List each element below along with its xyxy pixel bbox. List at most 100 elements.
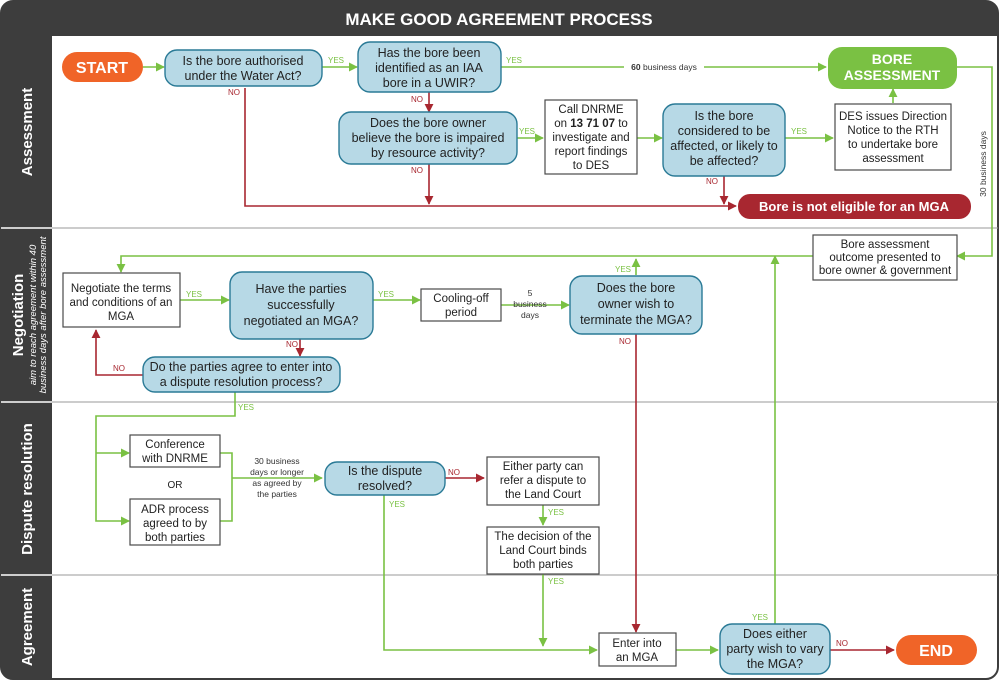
decision-affected-line-4: be affected? [690, 154, 759, 168]
decision-affected[interactable]: Is the bore considered to be affected, o… [662, 103, 786, 177]
process-land-court-refer[interactable]: Either party can refer a dispute to the … [486, 456, 600, 506]
decision-dispute-process-line-1: Do the parties agree to enter into [150, 360, 333, 374]
arrow-assessment-to-outcome [956, 66, 993, 261]
no-label-impaired: NO [411, 166, 423, 175]
no-label-authorised: NO [228, 88, 240, 97]
lane-dividers [52, 227, 998, 576]
decision-impaired[interactable]: Does the bore owner believe the bore is … [338, 111, 518, 165]
thirty-longer-line-3: as agreed by [252, 478, 302, 488]
no-label-negotiated: NO [286, 340, 298, 349]
thirty-longer-line-4: the parties [257, 489, 297, 499]
not-eligible-terminal[interactable]: Bore is not eligible for an MGA [738, 194, 971, 219]
bore-assessment-label-2: ASSESSMENT [844, 67, 941, 83]
decision-impaired-line-1: Does the bore owner [370, 116, 486, 130]
process-outcome[interactable]: Bore assessment outcome presented to bor… [812, 234, 958, 281]
process-negotiate-terms[interactable]: Negotiate the terms and conditions of an… [62, 272, 181, 328]
yes-label-resolved: YES [389, 500, 405, 509]
arrow-authorised-no [244, 88, 737, 211]
decision-terminate-line-2: owner wish to [598, 297, 674, 311]
end-label: END [919, 643, 953, 660]
des-line-2: Notice to the RTH [847, 125, 938, 137]
outcome-line-1: Bore assessment [841, 239, 931, 251]
des-line-4: assessment [862, 153, 924, 165]
decision-vary-line-1: Does either [743, 627, 807, 641]
no-label-dispute: NO [113, 364, 125, 373]
lane-label-assessment: Assessment [19, 88, 36, 176]
decision-authorised-line-1: Is the bore authorised [183, 54, 304, 68]
decision-authorised-line-2: under the Water Act? [185, 69, 302, 83]
decision-vary-line-2: party wish to vary [726, 642, 824, 656]
yes-label-negotiate: YES [186, 290, 202, 299]
thirty-days-label: 30 business days [978, 131, 988, 197]
enter-line-1: Enter into [612, 638, 661, 650]
bore-assessment-terminal[interactable]: BORE ASSESSMENT [828, 47, 957, 89]
connectors [91, 62, 993, 655]
decision-iaa[interactable]: Has the bore been identified as an IAA b… [357, 41, 502, 93]
refer-line-1: Either party can [503, 461, 584, 473]
call-line-3: investigate and [552, 132, 629, 144]
no-label-terminate: NO [619, 337, 631, 346]
decision-resolved-line-2: resolved? [358, 479, 412, 493]
call-line-5: to DES [573, 160, 610, 172]
process-land-court-binds[interactable]: The decision of the Land Court binds bot… [486, 526, 600, 575]
decision-terminate[interactable]: Does the bore owner wish to terminate th… [569, 275, 703, 335]
binds-line-3: both parties [513, 559, 573, 571]
adr-line-2: agreed to by [143, 518, 207, 530]
process-call-dnrme[interactable]: Call DNRME on 13 71 07 to investigate an… [544, 99, 638, 175]
decision-resolved[interactable]: Is the dispute resolved? [324, 461, 446, 496]
start-label: START [76, 60, 128, 77]
des-line-1: DES issues Direction [839, 111, 947, 123]
negotiation-subtitle-1: aim to reach agreement within 40 [28, 244, 39, 385]
process-cooling-off[interactable]: Cooling-off period [420, 288, 502, 322]
thirty-days-bg [975, 125, 989, 203]
decision-vary[interactable]: Does either party wish to vary the MGA? [719, 623, 831, 675]
decision-impaired-line-3: by resource activity? [371, 146, 485, 160]
lane-column [1, 36, 52, 679]
start-terminal[interactable]: START [62, 52, 143, 82]
sixty-days-bg [624, 60, 704, 73]
decision-iaa-line-3: bore in a UWIR? [383, 76, 475, 90]
or-label: OR [168, 480, 183, 491]
arrow-dispute-no [91, 329, 143, 376]
refer-line-3: the Land Court [505, 489, 582, 501]
decision-dispute-process[interactable]: Do the parties agree to enter into a dis… [142, 356, 341, 393]
yes-label-refer: YES [548, 508, 564, 517]
conference-line-1: Conference [145, 439, 204, 451]
yes-label-negotiated: YES [378, 290, 394, 299]
conference-line-2: with DNRME [141, 453, 208, 465]
end-terminal[interactable]: END [896, 635, 977, 665]
negotiation-subtitle-2: business days after bore assessment [38, 236, 49, 393]
five-days-line-2: business [513, 299, 547, 309]
process-adr[interactable]: ADR process agreed to by both parties [129, 498, 221, 546]
five-days-line-3: days [521, 310, 539, 320]
binds-line-1: The decision of the [494, 531, 591, 543]
refer-line-2: refer a dispute to [500, 475, 586, 487]
process-conference[interactable]: Conference with DNRME [129, 434, 221, 468]
cooling-line-2: period [445, 307, 477, 319]
decision-resolved-line-1: Is the dispute [348, 464, 422, 478]
outcome-line-3: bore owner & government [819, 265, 952, 277]
lane-label-dispute: Dispute resolution [19, 423, 36, 555]
decision-negotiated[interactable]: Have the parties successfully negotiated… [229, 271, 374, 340]
sixty-days-label: 60 business days [631, 62, 697, 72]
decision-iaa-line-1: Has the bore been [378, 46, 481, 60]
no-label-iaa: NO [411, 95, 423, 104]
negotiate-line-2: and conditions of an [70, 297, 173, 309]
decision-authorised[interactable]: Is the bore authorised under the Water A… [164, 49, 323, 87]
process-des-notice[interactable]: DES issues Direction Notice to the RTH t… [834, 103, 952, 171]
enter-line-2: an MGA [616, 652, 659, 664]
lane-label-dividers [1, 227, 52, 576]
yes-label-impaired: YES [519, 127, 535, 136]
call-line-1: Call DNRME [558, 104, 624, 116]
connector-bracket [220, 452, 233, 522]
yes-label-vary: YES [752, 613, 768, 622]
binds-line-2: Land Court binds [499, 545, 587, 557]
arrow-outcome-to-negotiate [116, 255, 813, 273]
thirty-longer-line-1: 30 business [254, 456, 299, 466]
process-enter-mga[interactable]: Enter into an MGA [598, 632, 677, 667]
not-eligible-label: Bore is not eligible for an MGA [759, 199, 950, 214]
no-label-affected: NO [706, 177, 718, 186]
decision-terminate-line-3: terminate the MGA? [580, 313, 692, 327]
diagram-title: MAKE GOOD AGREEMENT PROCESS [345, 10, 652, 29]
